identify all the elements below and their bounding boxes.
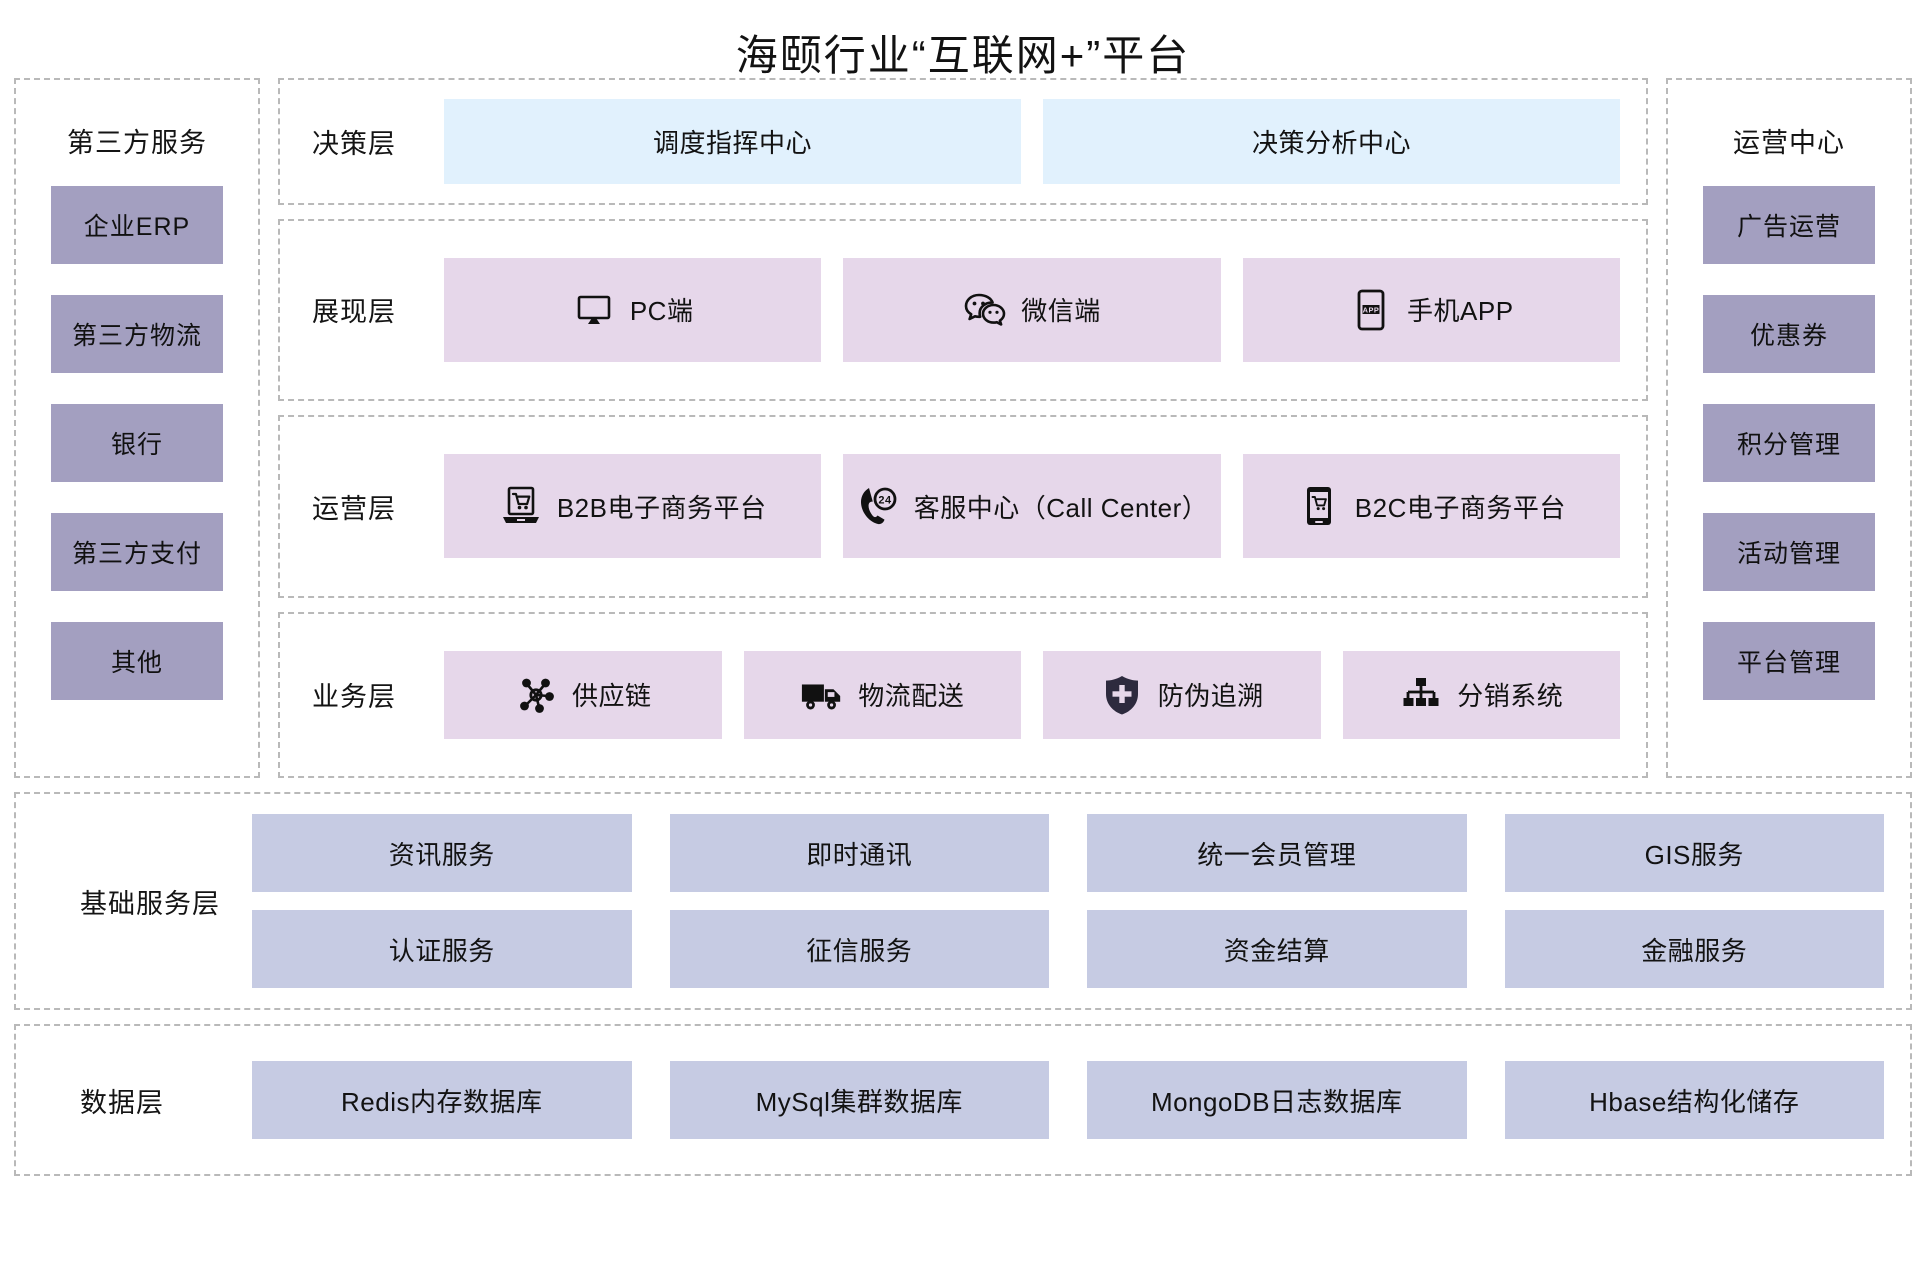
third-party-services-panel: 第三方服务 企业ERP 第三方物流 银行 第三方支付 其他	[14, 78, 260, 778]
cell-content: 24 客服中心（Call Center）	[856, 484, 1209, 528]
left-panel-title: 第三方服务	[67, 128, 207, 158]
base-services-row-2: 认证服务 征信服务 资金结算 金融服务	[252, 910, 1884, 988]
cell-content: 决策分析中心	[1252, 123, 1411, 160]
cell-pc-client[interactable]: PC端	[444, 257, 822, 362]
cell-label: PC端	[629, 296, 694, 327]
cell-redis-memory-db[interactable]: Redis内存数据库	[252, 1061, 632, 1139]
layer-base-services: 基础服务层 资讯服务 即时通讯 统一会员管理 GIS服务 认证服务 征信服务 资…	[14, 792, 1912, 1010]
right-panel-item-coupon[interactable]: 优惠券	[1703, 295, 1875, 373]
cell-label: B2B电子商务平台	[556, 492, 767, 523]
cell-label: 供应链	[571, 681, 652, 712]
left-panel-item-payment[interactable]: 第三方支付	[51, 513, 223, 591]
layer-decision-cells: 调度指挥中心 决策分析中心	[444, 98, 1620, 184]
cell-mongodb-log-db[interactable]: MongoDB日志数据库	[1087, 1061, 1467, 1139]
cell-b2c-ecommerce-platform[interactable]: B2C电子商务平台	[1242, 454, 1620, 559]
wechat-icon	[963, 288, 1007, 332]
cell-label: B2C电子商务平台	[1354, 492, 1566, 523]
layer-operations-cells: B2B电子商务平台 24 客服中心	[444, 454, 1620, 559]
left-panel-item-bank[interactable]: 银行	[51, 404, 223, 482]
cell-content: 分销系统	[1399, 673, 1563, 717]
cell-call-center[interactable]: 24 客服中心（Call Center）	[843, 454, 1221, 559]
laptop-cart-icon	[499, 484, 543, 528]
right-panel-item-ad-operations[interactable]: 广告运营	[1703, 186, 1875, 264]
cell-logistics-delivery[interactable]: 物流配送	[743, 650, 1021, 739]
svg-text:24: 24	[878, 495, 892, 507]
base-services-row-1: 资讯服务 即时通讯 统一会员管理 GIS服务	[252, 814, 1884, 892]
cell-content: 物流配送	[800, 673, 964, 717]
data-layer-grid: Redis内存数据库 MySql集群数据库 MongoDB日志数据库 Hbase…	[252, 1061, 1884, 1139]
cell-label: 决策分析中心	[1251, 127, 1411, 158]
cell-label: 分销系统	[1457, 681, 1564, 712]
cell-news-service[interactable]: 资讯服务	[252, 814, 632, 892]
page-title: 海颐行业“互联网+”平台	[735, 32, 1191, 79]
mobile-app-icon: APP	[1349, 288, 1393, 332]
cell-content: APP 手机APP	[1349, 288, 1514, 332]
cell-content: 调度指挥中心	[653, 123, 812, 160]
truck-icon	[800, 673, 844, 717]
left-panel-item-other[interactable]: 其他	[51, 622, 223, 700]
cell-mobile-app[interactable]: APP 手机APP	[1242, 257, 1620, 362]
cell-gis-service[interactable]: GIS服务	[1504, 814, 1884, 892]
operations-center-panel: 运营中心 广告运营 优惠券 积分管理 活动管理 平台管理	[1666, 78, 1912, 778]
layer-decision-label: 决策层	[312, 128, 396, 159]
data-layer-row-1: Redis内存数据库 MySql集群数据库 MongoDB日志数据库 Hbase…	[252, 1061, 1884, 1139]
left-panel-item-logistics[interactable]: 第三方物流	[51, 295, 223, 373]
layer-presentation-cells: PC端	[444, 257, 1620, 362]
cell-distribution-system[interactable]: 分销系统	[1342, 650, 1620, 739]
org-tree-icon	[1399, 673, 1443, 717]
layer-base-services-label: 基础服务层	[80, 888, 220, 919]
right-panel-title: 运营中心	[1733, 128, 1845, 158]
cell-label: 防伪追溯	[1157, 681, 1264, 712]
cell-credit-service[interactable]: 征信服务	[669, 910, 1049, 988]
top-region: 第三方服务 企业ERP 第三方物流 银行 第三方支付 其他 决策层 调度指挥中心	[0, 78, 1926, 779]
layer-data-label: 数据层	[80, 1087, 164, 1118]
cell-hbase-structured-storage[interactable]: Hbase结构化储存	[1504, 1061, 1884, 1139]
cell-content: 供应链	[514, 673, 652, 717]
cell-label: 微信端	[1021, 296, 1101, 327]
cell-fund-settlement[interactable]: 资金结算	[1087, 910, 1467, 988]
monitor-icon	[572, 288, 616, 332]
cell-content: B2B电子商务平台	[499, 484, 767, 528]
cell-mysql-cluster-db[interactable]: MySql集群数据库	[669, 1061, 1049, 1139]
layer-business-label: 业务层	[312, 682, 396, 713]
mobile-cart-icon	[1297, 484, 1341, 528]
cell-content: 防伪追溯	[1100, 673, 1264, 717]
cell-b2b-ecommerce-platform[interactable]: B2B电子商务平台	[444, 454, 822, 559]
cell-authentication-service[interactable]: 认证服务	[252, 910, 632, 988]
svg-text:APP: APP	[1363, 305, 1380, 314]
layer-presentation-label: 展现层	[312, 297, 396, 328]
cell-instant-messaging[interactable]: 即时通讯	[669, 814, 1049, 892]
layer-data: 数据层 Redis内存数据库 MySql集群数据库 MongoDB日志数据库 H…	[14, 1024, 1912, 1176]
layer-decision: 决策层 调度指挥中心 决策分析中心	[278, 78, 1648, 205]
layer-operations: 运营层	[278, 415, 1648, 598]
cell-label: 手机APP	[1407, 296, 1514, 327]
cell-financial-service[interactable]: 金融服务	[1504, 910, 1884, 988]
cell-dispatch-command-center[interactable]: 调度指挥中心	[444, 98, 1021, 184]
shield-plus-icon	[1100, 673, 1144, 717]
cell-unified-member-management[interactable]: 统一会员管理	[1087, 814, 1467, 892]
cell-wechat-client[interactable]: 微信端	[843, 257, 1221, 362]
layer-business-cells: 供应链	[444, 650, 1620, 739]
layer-operations-label: 运营层	[312, 493, 396, 524]
supply-network-icon	[514, 673, 558, 717]
base-services-grid: 资讯服务 即时通讯 统一会员管理 GIS服务 认证服务 征信服务 资金结算 金融…	[252, 814, 1884, 988]
right-panel-item-campaign-management[interactable]: 活动管理	[1703, 513, 1875, 591]
cell-supply-chain[interactable]: 供应链	[444, 650, 722, 739]
cell-anti-counterfeit-traceability[interactable]: 防伪追溯	[1043, 650, 1321, 739]
right-panel-item-points-management[interactable]: 积分管理	[1703, 404, 1875, 482]
cell-label: 物流配送	[858, 681, 965, 712]
layer-presentation: 展现层 PC端	[278, 218, 1648, 402]
phone-24-icon: 24	[856, 484, 900, 528]
cell-decision-analysis-center[interactable]: 决策分析中心	[1043, 98, 1620, 184]
right-panel-item-platform-management[interactable]: 平台管理	[1703, 622, 1875, 700]
layer-business: 业务层	[278, 611, 1648, 779]
cell-content: B2C电子商务平台	[1297, 484, 1566, 528]
center-layers: 决策层 调度指挥中心 决策分析中心 展现层	[278, 78, 1648, 779]
cell-label: 客服中心（Call Center）	[913, 492, 1209, 523]
cell-content: PC端	[572, 288, 694, 332]
cell-content: 微信端	[963, 288, 1101, 332]
cell-label: 调度指挥中心	[652, 127, 812, 158]
left-panel-item-erp[interactable]: 企业ERP	[51, 186, 223, 264]
